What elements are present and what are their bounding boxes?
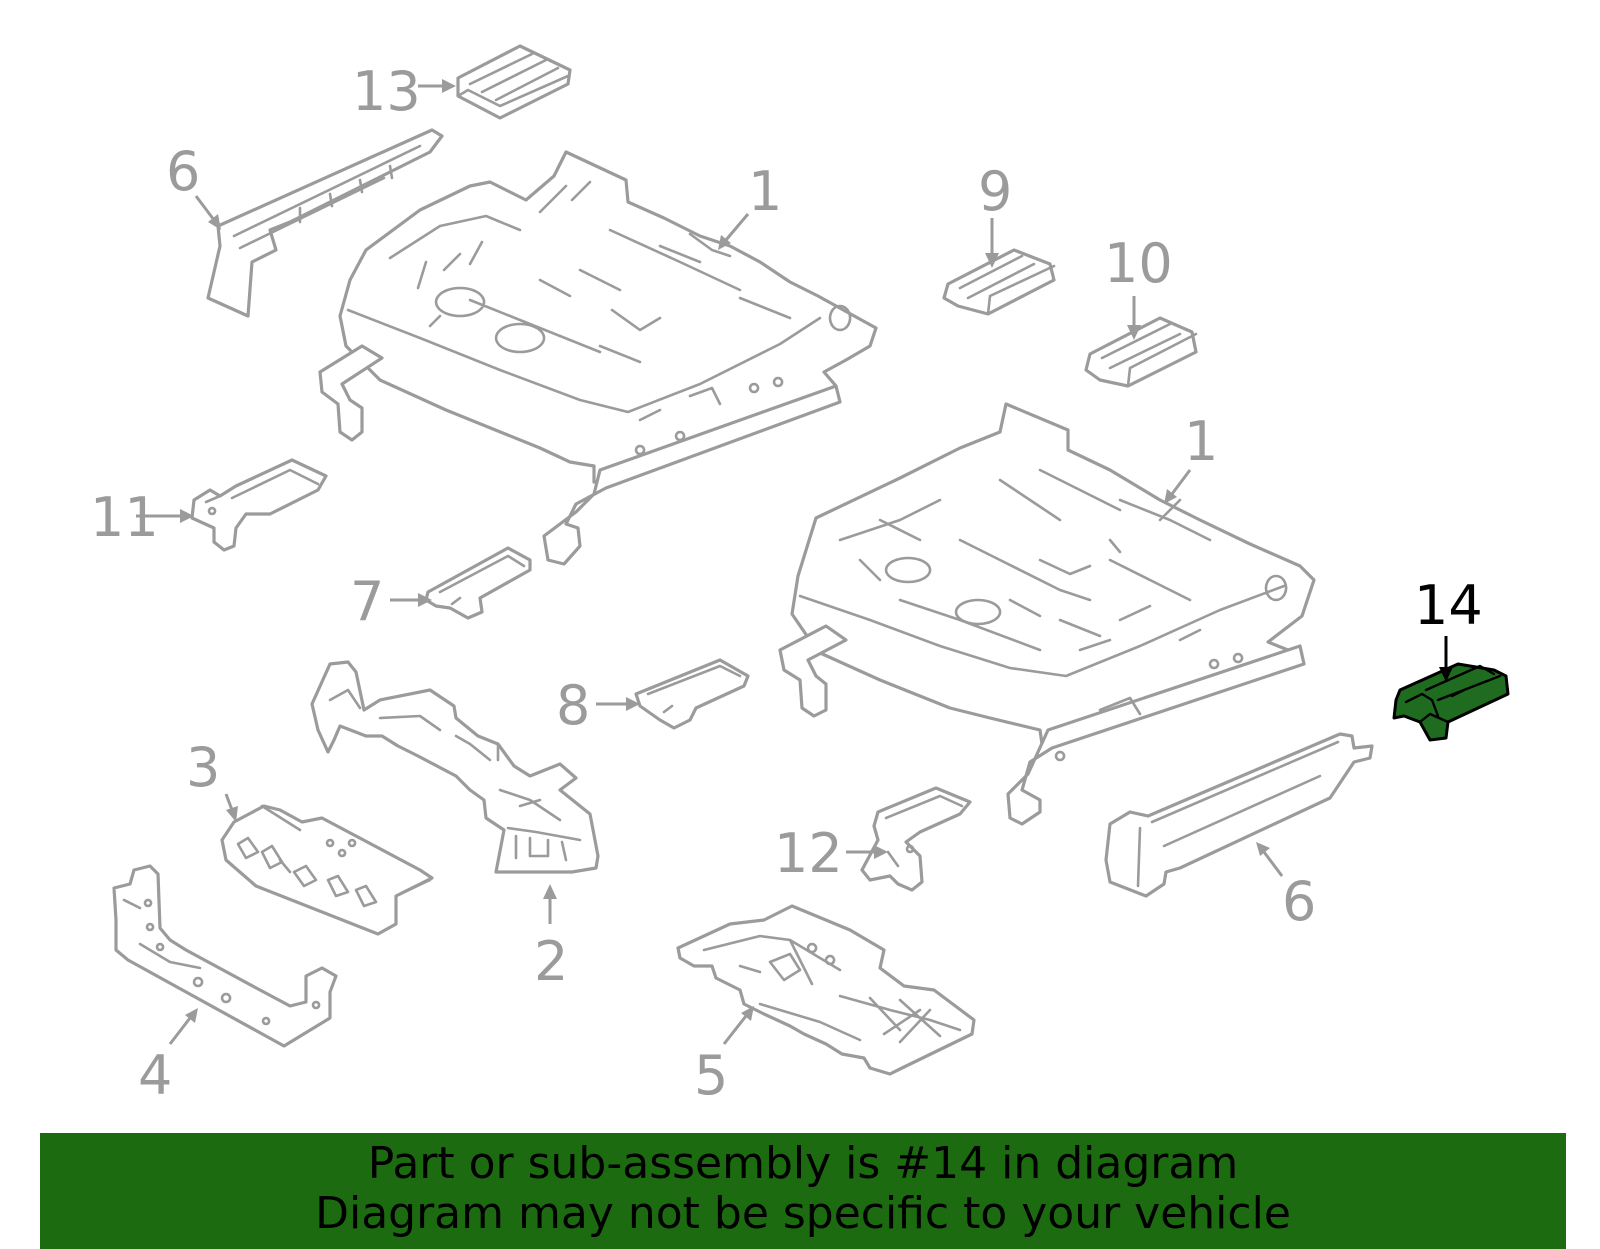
callout-14: 14 [1414, 574, 1483, 637]
part-1-upper[interactable] [318, 150, 878, 566]
part-13[interactable] [456, 44, 572, 120]
callout-6-upper: 6 [166, 140, 200, 203]
banner-line-1: Part or sub-assembly is #14 in diagram [367, 1138, 1239, 1189]
callout-5: 5 [694, 1044, 728, 1107]
info-banner: Part or sub-assembly is #14 in diagram D… [40, 1133, 1566, 1249]
callout-10: 10 [1104, 232, 1173, 295]
callout-3: 3 [186, 736, 220, 799]
part-6-upper[interactable] [206, 128, 444, 318]
part-5[interactable] [676, 904, 976, 1076]
part-7[interactable] [424, 546, 532, 620]
parts-diagram: 13 6 1 9 10 1 11 7 8 14 3 2 12 6 4 5 [90, 44, 1510, 1107]
callout-1-lower: 1 [1184, 410, 1218, 473]
part-4[interactable] [112, 864, 338, 1048]
part-12[interactable] [860, 786, 972, 892]
part-3[interactable] [220, 804, 434, 936]
callout-13: 13 [352, 60, 421, 123]
part-6-lower[interactable] [1104, 732, 1374, 898]
callout-12: 12 [774, 822, 843, 885]
callout-8: 8 [556, 674, 590, 737]
callout-2: 2 [534, 930, 568, 993]
part-1-lower[interactable] [778, 402, 1316, 826]
part-9[interactable] [942, 248, 1056, 316]
callout-9: 9 [978, 160, 1012, 223]
part-8[interactable] [634, 658, 750, 730]
callout-4: 4 [138, 1044, 172, 1107]
part-2[interactable] [310, 660, 600, 874]
banner-line-2: Diagram may not be specific to your vehi… [315, 1188, 1291, 1239]
callout-6-lower: 6 [1282, 870, 1316, 933]
part-10[interactable] [1084, 316, 1198, 388]
callout-labels: 13 6 1 9 10 1 11 7 8 14 3 2 12 6 4 5 [90, 60, 1483, 1107]
callout-11: 11 [90, 486, 159, 549]
part-14[interactable] [1392, 662, 1510, 742]
callout-7: 7 [350, 570, 384, 633]
part-11[interactable] [190, 458, 328, 552]
callout-1-upper: 1 [748, 160, 782, 223]
callout-arrows [136, 79, 1453, 1045]
